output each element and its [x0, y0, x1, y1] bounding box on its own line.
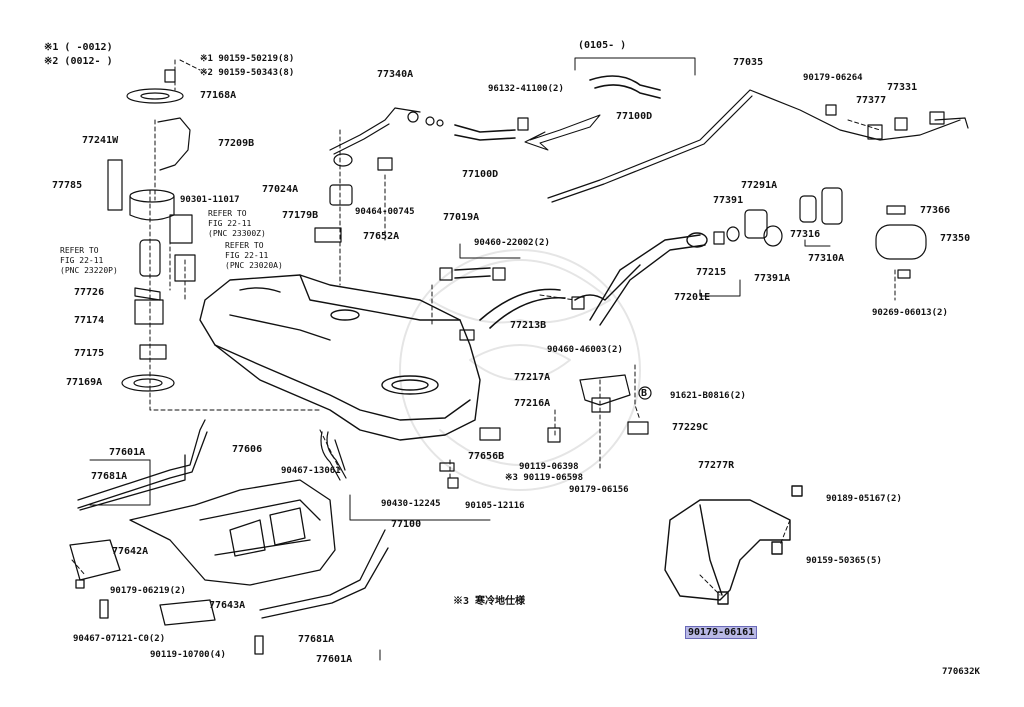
part-label-77340A: 77340A [377, 69, 414, 80]
part-label-77310A: 77310A [808, 253, 845, 264]
direction-arrow [524, 114, 601, 151]
leader-lines-dashed [71, 59, 896, 596]
note-1: ※1 ( -0012) [44, 42, 113, 53]
part-label-77168A: 77168A [200, 90, 237, 101]
part-label-90301-11017: 90301-11017 [180, 195, 240, 205]
vent-tube [329, 107, 421, 167]
part-label-77643A: 77643A [209, 600, 246, 611]
hoses [454, 75, 661, 329]
small-parts [314, 104, 945, 489]
part-label-77785: 77785 [52, 180, 83, 191]
part-label-77217A: 77217A [514, 372, 551, 383]
ref-1-line2: FIG 22-11 [208, 219, 252, 228]
part-label-77229C: 77229C [672, 422, 709, 433]
part-label-77024A: 77024A [262, 184, 299, 195]
part-label-77350: 77350 [940, 233, 971, 244]
ref-3-line2: FIG 22-11 [225, 251, 269, 260]
note-3: ※3 寒冷地仕様 [453, 596, 526, 607]
part-label-90430-12245: 90430-12245 [381, 499, 441, 509]
part-label-90464-00745: 90464-00745 [355, 207, 415, 217]
part-label-77681A-a: 77681A [91, 471, 128, 482]
part-label-90189-05167: 90189-05167(2) [826, 494, 902, 504]
part-label-77366: 77366 [920, 205, 951, 216]
mud-guard [664, 485, 803, 605]
part-label-77035: 77035 [733, 57, 764, 68]
fuel-pump-module [107, 88, 196, 392]
ref-2-line2: FIG 22-11 [60, 256, 104, 265]
part-label-77175: 77175 [74, 348, 105, 359]
part-label-77652A: 77652A [363, 231, 400, 242]
part-label-90460-46003: 90460-46003(2) [547, 345, 623, 355]
part-label-77174: 77174 [74, 315, 105, 326]
part-label-77019A: 77019A [443, 212, 480, 223]
part-label-77316: 77316 [790, 229, 821, 240]
part-label-90179-06219: 90179-06219(2) [110, 586, 186, 596]
part-label-90119-06398: 90119-06398 [519, 462, 579, 472]
part-label-90179-06264: 90179-06264 [803, 73, 863, 83]
part-label-90179-06156: 90179-06156 [569, 485, 629, 495]
callout-B: B [641, 388, 648, 399]
part-label-77201E: 77201E [674, 292, 711, 303]
part-label-77726: 77726 [74, 287, 105, 298]
straps-and-protector [69, 419, 389, 655]
part-label-77642A: 77642A [112, 546, 149, 557]
part-label-90467-07121: 90467-07121-C0(2) [73, 634, 166, 644]
part-label-90159-50219: ※1 90159-50219(8) [200, 54, 295, 64]
ref-3-line3: (PNC 23020A) [225, 261, 283, 270]
part-label-90179-06161-highlighted[interactable]: 90179-06161 [684, 626, 758, 639]
part-label-90460-22002: 90460-22002(2) [474, 238, 550, 248]
filler-pipe [574, 232, 708, 326]
part-label-91621-B0816: 91621-B0816(2) [670, 391, 746, 401]
part-label-77100D-b: 77100D [462, 169, 499, 180]
part-label-77681A-b: 77681A [298, 634, 335, 645]
fuel-tank [199, 274, 481, 441]
part-label-90105-12116: 90105-12116 [465, 501, 525, 511]
note-4: (0105- ) [578, 40, 627, 51]
part-label-77331: 77331 [887, 82, 918, 93]
part-label-90159-50365: 90159-50365(5) [806, 556, 882, 566]
part-label-90159-50343: ※2 90159-50343(8) [200, 68, 295, 78]
part-label-77391: 77391 [713, 195, 744, 206]
part-label-77241W: 77241W [82, 135, 119, 146]
part-label-77216A: 77216A [514, 398, 551, 409]
ref-2-line1: REFER TO [60, 246, 99, 255]
watermark-crest [399, 249, 641, 491]
part-label-90119-10700: 90119-10700(4) [150, 650, 226, 660]
part-label-77601A-b: 77601A [316, 654, 353, 665]
ref-1-line1: REFER TO [208, 209, 247, 218]
ref-2-line3: (PNC 23220P) [60, 266, 118, 275]
part-label-77100D-a: 77100D [616, 111, 653, 122]
ref-1-line3: (PNC 23300Z) [208, 229, 266, 238]
part-label-90119-06598: ※3 90119-06598 [505, 473, 583, 483]
part-label-77277R: 77277R [698, 460, 735, 471]
part-label-77169A: 77169A [66, 377, 103, 388]
part-label-77291A: 77291A [741, 180, 778, 191]
ref-3-line1: REFER TO [225, 241, 264, 250]
diagram-id: 770632K [942, 667, 980, 677]
note-2: ※2 (0012- ) [44, 56, 113, 67]
part-label-90467-13061: 90467-13061 [281, 466, 341, 476]
part-label-77656B: 77656B [468, 451, 505, 462]
breather-tube [547, 89, 969, 203]
part-label-90269-06013: 90269-06013(2) [872, 308, 948, 318]
part-label-77215: 77215 [696, 267, 727, 278]
part-label-77213B: 77213B [510, 320, 547, 331]
part-label-77179B: 77179B [282, 210, 319, 221]
part-label-77377: 77377 [856, 95, 887, 106]
misc-clips [164, 69, 475, 481]
part-label-96132-41100: 96132-41100(2) [488, 84, 564, 94]
bracket-lines [89, 57, 831, 661]
part-label-77606: 77606 [232, 444, 263, 455]
part-label-77209B: 77209B [218, 138, 255, 149]
part-label-77601A-a: 77601A [109, 447, 146, 458]
part-label-77100: 77100 [391, 519, 422, 530]
part-label-77391A: 77391A [754, 273, 791, 284]
